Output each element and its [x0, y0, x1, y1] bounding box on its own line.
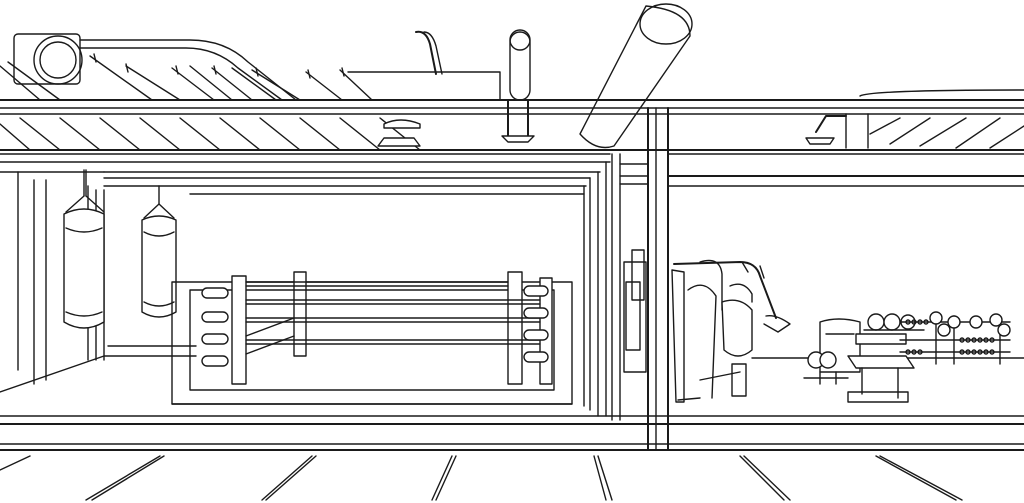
soffit-lines — [0, 149, 1024, 155]
floor — [0, 415, 1024, 501]
punching-bag-right — [141, 185, 177, 318]
bent-vent-pipe — [347, 30, 501, 101]
punching-bag-left — [63, 169, 105, 329]
left-bay-frame — [0, 153, 621, 421]
central-pillar — [647, 107, 669, 451]
ceiling-slats-lower — [0, 117, 1024, 151]
ring-turnbuckles — [201, 285, 549, 367]
weight-bench — [803, 318, 915, 403]
ceiling-beam — [0, 89, 1024, 115]
dumbbell-rack — [899, 311, 1011, 365]
right-bay-frame — [619, 163, 1024, 359]
ceiling — [0, 3, 1024, 155]
round-air-vent — [13, 33, 83, 85]
ceiling-slats-left — [0, 53, 373, 101]
ring-ropes — [245, 281, 541, 355]
diagonal-duct — [579, 3, 693, 149]
curved-ceiling-pipe — [79, 39, 297, 101]
multi-gym-station — [671, 259, 791, 403]
cable-machine-left — [623, 249, 647, 373]
floor-tile-lines — [0, 455, 963, 501]
ceiling-spotlights — [377, 99, 869, 149]
ring-corner-post-left — [231, 271, 307, 385]
boxing-ring — [171, 271, 573, 405]
upright-ceiling-pipe — [509, 29, 531, 101]
